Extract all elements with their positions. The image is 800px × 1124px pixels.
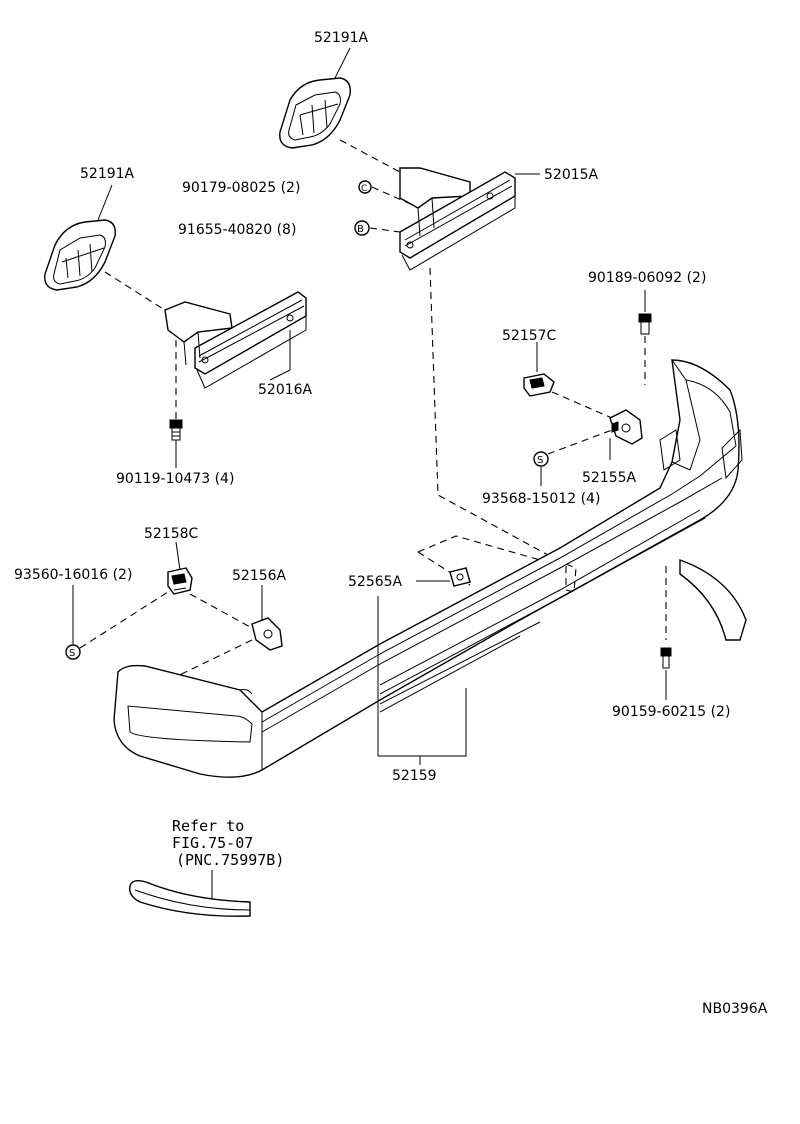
bolt-90189-icon[interactable] xyxy=(638,313,652,335)
side-molding-right[interactable] xyxy=(679,559,747,641)
callout-90119: 90119-10473 (4) xyxy=(116,471,234,487)
clip-52157C[interactable] xyxy=(523,373,555,397)
callout-93560: 93560-16016 (2) xyxy=(14,567,132,583)
callout-52191A-left: 52191A xyxy=(80,166,135,182)
bracket-52155A[interactable] xyxy=(609,409,643,445)
callout-52157C: 52157C xyxy=(502,328,557,344)
nut-letter: C xyxy=(361,184,367,194)
callout-52565A: 52565A xyxy=(348,574,403,590)
callout-91655: 91655-40820 (8) xyxy=(178,222,296,238)
screw-93568-icon[interactable]: S xyxy=(533,451,549,467)
bolt-letter: B xyxy=(357,224,364,235)
clip-52158C[interactable] xyxy=(167,567,193,595)
callout-52015A: 52015A xyxy=(544,167,599,183)
bumper-retainer-upper-right[interactable] xyxy=(399,167,516,271)
callout-90159: 90159-60215 (2) xyxy=(612,704,730,720)
callout-52155A: 52155A xyxy=(582,470,637,486)
bolt-90119-icon[interactable] xyxy=(169,419,183,441)
screw-93560-icon[interactable]: S xyxy=(65,644,81,660)
screw-letter-2: S xyxy=(69,648,75,659)
nut-icon[interactable]: C xyxy=(358,180,372,194)
rear-bumper-cover[interactable] xyxy=(113,359,743,778)
callout-52159: 52159 xyxy=(392,768,437,784)
bumper-trim-strip[interactable] xyxy=(129,879,251,917)
bumper-retainer-upper-left[interactable] xyxy=(164,291,307,389)
callout-52191A-top: 52191A xyxy=(314,30,369,46)
bracket-52156A[interactable] xyxy=(251,617,283,651)
bracket-cover-left[interactable] xyxy=(44,219,116,291)
callout-90189: 90189-06092 (2) xyxy=(588,270,706,286)
screw-letter: S xyxy=(537,455,543,466)
clip-52565A[interactable] xyxy=(449,567,471,587)
drawing-id: NB0396A xyxy=(702,1001,768,1017)
callout-90179: 90179-08025 (2) xyxy=(182,180,300,196)
refer-note-line3: (PNC.75997B) xyxy=(176,851,284,869)
bracket-cover-top[interactable] xyxy=(279,77,351,149)
callout-93568: 93568-15012 (4) xyxy=(482,491,600,507)
callout-52158C: 52158C xyxy=(144,526,199,542)
bolt-90159-icon[interactable] xyxy=(660,647,672,669)
callout-52156A: 52156A xyxy=(232,568,287,584)
callout-52016A: 52016A xyxy=(258,382,313,398)
refer-note-line2: FIG.75-07 xyxy=(172,834,253,852)
refer-note-line1: Refer to xyxy=(172,817,244,835)
bolt-icon[interactable]: B xyxy=(354,220,370,236)
